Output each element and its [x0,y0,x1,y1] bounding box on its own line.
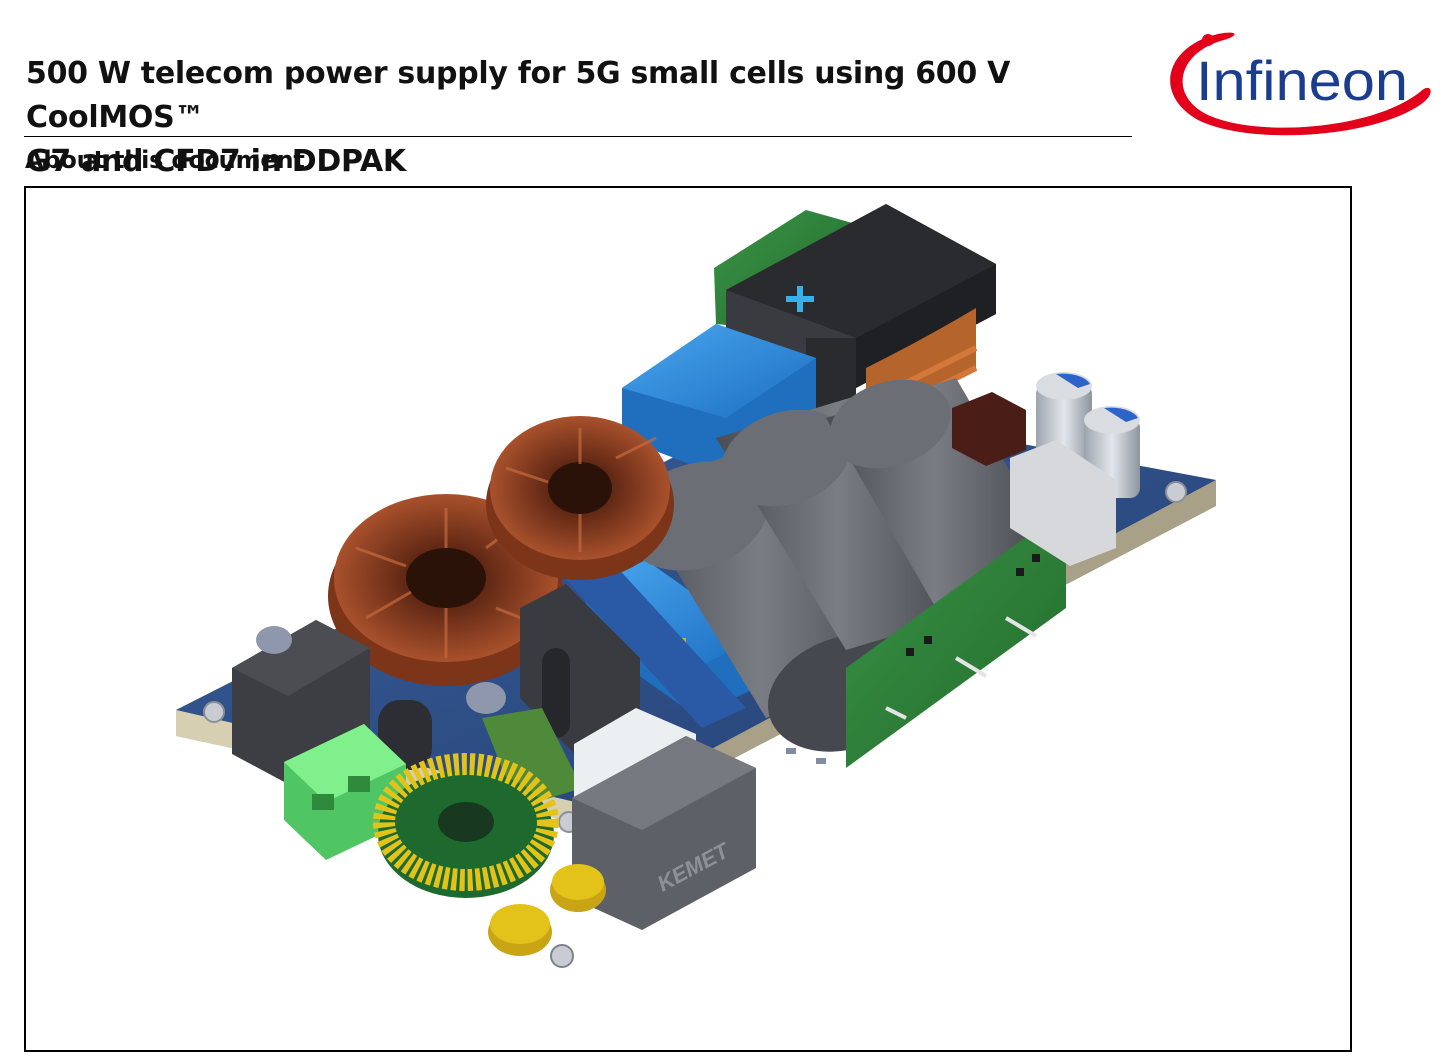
document-title-line-1: 500 W telecom power supply for 5G small … [26,56,1011,135]
copper-toroid-right [486,416,674,580]
control-daughterboard [846,508,1066,768]
y-capacitor-2 [550,864,606,912]
product-figure: KEMET [24,186,1352,1052]
mounting-screw [550,944,574,968]
blue-cap-left [466,682,506,714]
white-inductor-right [1010,440,1116,566]
title-divider [24,136,1132,137]
brown-component [952,392,1026,466]
section-heading: About this document [25,146,305,174]
input-fuse-cap [256,626,292,654]
document-title-line-2: G7 and CFD7 in DDPAK [26,144,406,179]
logo-swoosh [1170,32,1431,136]
main-transformer [714,204,996,448]
logo-wordmark: Infineon [1196,49,1408,112]
yellow-common-mode-choke [373,708,582,898]
pcb-3d-render: KEMET [176,204,1216,968]
kemet-x-capacitor: KEMET [572,736,756,930]
logo-i-dot [1202,34,1214,46]
blue-pcb-riser [548,540,746,728]
infineon-logo: Infineon [1158,16,1434,144]
y-capacitor-1 [488,904,552,956]
document-title: 500 W telecom power supply for 5G small … [26,52,1136,184]
bulk-capacitor-2 [716,396,986,650]
bulk-capacitor-3 [826,378,1066,608]
